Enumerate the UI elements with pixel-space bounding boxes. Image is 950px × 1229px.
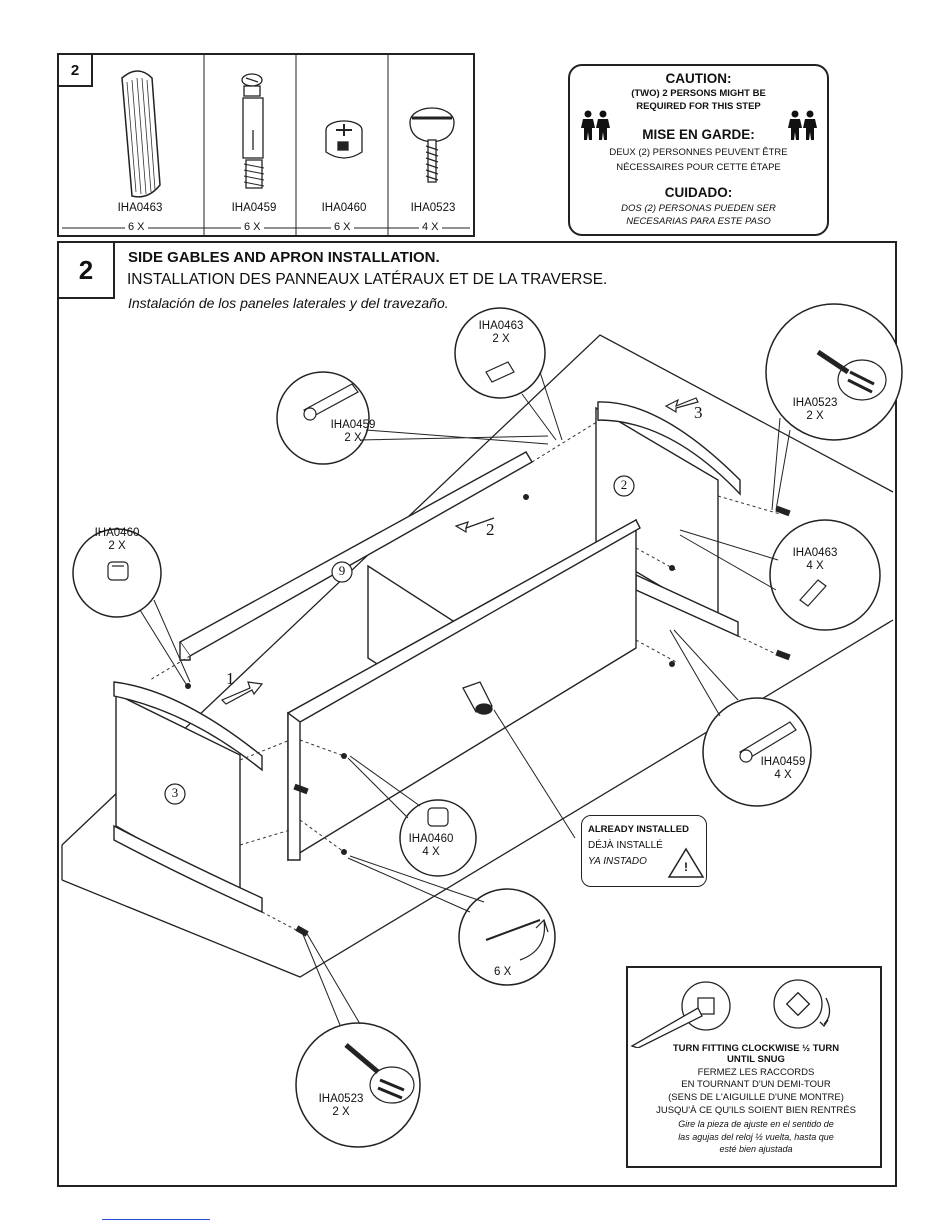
already-installed-es: YA INSTADO [588, 856, 647, 867]
arrow-number: 1 [226, 669, 235, 688]
callout-cam-bolt-top [276, 371, 370, 465]
cam-lock-icon [107, 561, 129, 581]
caution-title-es: CUIDADO: [664, 185, 733, 200]
step-title-fr: INSTALLATION DES PANNEAUX LATÉRAUX ET DE… [127, 271, 608, 288]
fitting-tip-box: TURN FITTING CLOCKWISE ½ TURN UNTIL SNUG… [626, 966, 882, 1168]
dowel-icon [799, 579, 827, 607]
panel-number: 3 [171, 785, 179, 800]
caution-text-es: NECESARIAS PARA ESTE PASO [626, 216, 771, 227]
callout-screw-top-right [765, 303, 903, 441]
tip-text: UNTIL SNUG [727, 1054, 785, 1065]
tip-text: las agujas del reloj ½ vuelta, hasta que [678, 1132, 834, 1142]
already-installed-box: ALREADY INSTALLED DÉJÀ INSTALLÉ YA INSTA… [581, 815, 707, 887]
tip-text: (SENS DE L'AIGUILLE D'UNE MONTRE) [668, 1092, 844, 1103]
arrow-number: 2 [486, 520, 495, 539]
callout-cam-lock-center [399, 799, 477, 877]
tip-text: FERMEZ LES RACCORDS [697, 1067, 815, 1078]
part-qty: 6 X [241, 221, 264, 233]
callout-dowel-right [769, 519, 881, 631]
cam-lock-icon [325, 120, 363, 159]
right-side-gable [595, 401, 741, 638]
callout-label: 6 X [494, 966, 512, 978]
parts-panel [57, 53, 475, 237]
two-persons-icon [788, 110, 817, 140]
dowel-icon [485, 361, 515, 383]
left-side-gable [113, 681, 263, 914]
step-title-en: SIDE GABLES AND APRON INSTALLATION. [128, 249, 440, 266]
caution-title-en: CAUTION: [665, 71, 732, 86]
panel-number: 9 [338, 563, 346, 578]
assembly-step-panel [57, 241, 897, 1187]
panel-number: 2 [620, 477, 628, 492]
caution-title-fr: MISE EN GARDE: [642, 127, 755, 142]
two-persons-icon [581, 110, 610, 140]
tip-text: JUSQU'À CE QU'ILS SOIENT BIEN RENTRÉS [656, 1105, 856, 1116]
tip-text: Gire la pieza de ajuste en el sentido de [678, 1119, 834, 1129]
cam-lock-icon [427, 807, 449, 827]
caution-box: CAUTION: (TWO) 2 PERSONS MIGHT BE REQUIR… [568, 64, 829, 236]
dowel-icon [121, 70, 161, 198]
screw-icon [816, 349, 887, 401]
callout-screw-bottom [295, 1022, 421, 1148]
front-panel [286, 518, 641, 862]
part-qty: 6 X [331, 221, 354, 233]
screwdriver-icon [630, 1007, 703, 1048]
parts-step-badge: 2 [57, 53, 93, 87]
part-code: IHA0523 [410, 202, 456, 214]
screwdriver-icon [485, 918, 549, 961]
footer-rule [102, 1219, 210, 1220]
caution-text-en: (TWO) 2 PERSONS MIGHT BE [631, 88, 766, 99]
warning-triangle-icon [667, 847, 705, 878]
tip-text: TURN FITTING CLOCKWISE ½ TURN [672, 1043, 840, 1054]
cam-bolt-icon [303, 383, 359, 421]
floor-surface [61, 334, 894, 978]
pre-installed-dowel-icon [462, 681, 493, 715]
caution-text-fr: NÉCESSAIRES POUR CETTE ÉTAPE [616, 162, 781, 173]
callout-screwdriver [458, 888, 556, 986]
part-qty: 4 X [419, 221, 442, 233]
tip-illustrations [630, 979, 831, 1048]
arrow-number: 3 [694, 403, 703, 422]
already-installed-en: ALREADY INSTALLED [588, 824, 689, 835]
cam-bolt-icon [241, 73, 265, 189]
caution-text-es: DOS (2) PERSONAS PUEDEN SER [621, 203, 776, 214]
caution-text-en: REQUIRED FOR THIS STEP [636, 101, 761, 112]
step-number-badge: 2 [57, 241, 115, 299]
screw-icon [409, 107, 455, 183]
already-installed-fr: DÉJÀ INSTALLÉ [588, 840, 663, 851]
warning-glyph: ! [684, 860, 688, 874]
caution-text-fr: DEUX (2) PERSONNES PEUVENT ÊTRE [609, 147, 788, 158]
callout-dowel-top [454, 307, 546, 399]
cam-bolt-icon [739, 721, 797, 763]
part-code: IHA0459 [231, 202, 277, 214]
part-code: IHA0463 [117, 202, 163, 214]
tip-text: EN TOURNANT D'UN DEMI-TOUR [681, 1079, 831, 1090]
tip-text: esté bien ajustada [719, 1144, 793, 1154]
part-code: IHA0460 [321, 202, 367, 214]
step-title-es: Instalación de los paneles laterales y d… [128, 295, 449, 311]
part-qty: 6 X [125, 221, 148, 233]
direction-arrow-icon [220, 397, 699, 705]
screw-icon [344, 1043, 415, 1104]
